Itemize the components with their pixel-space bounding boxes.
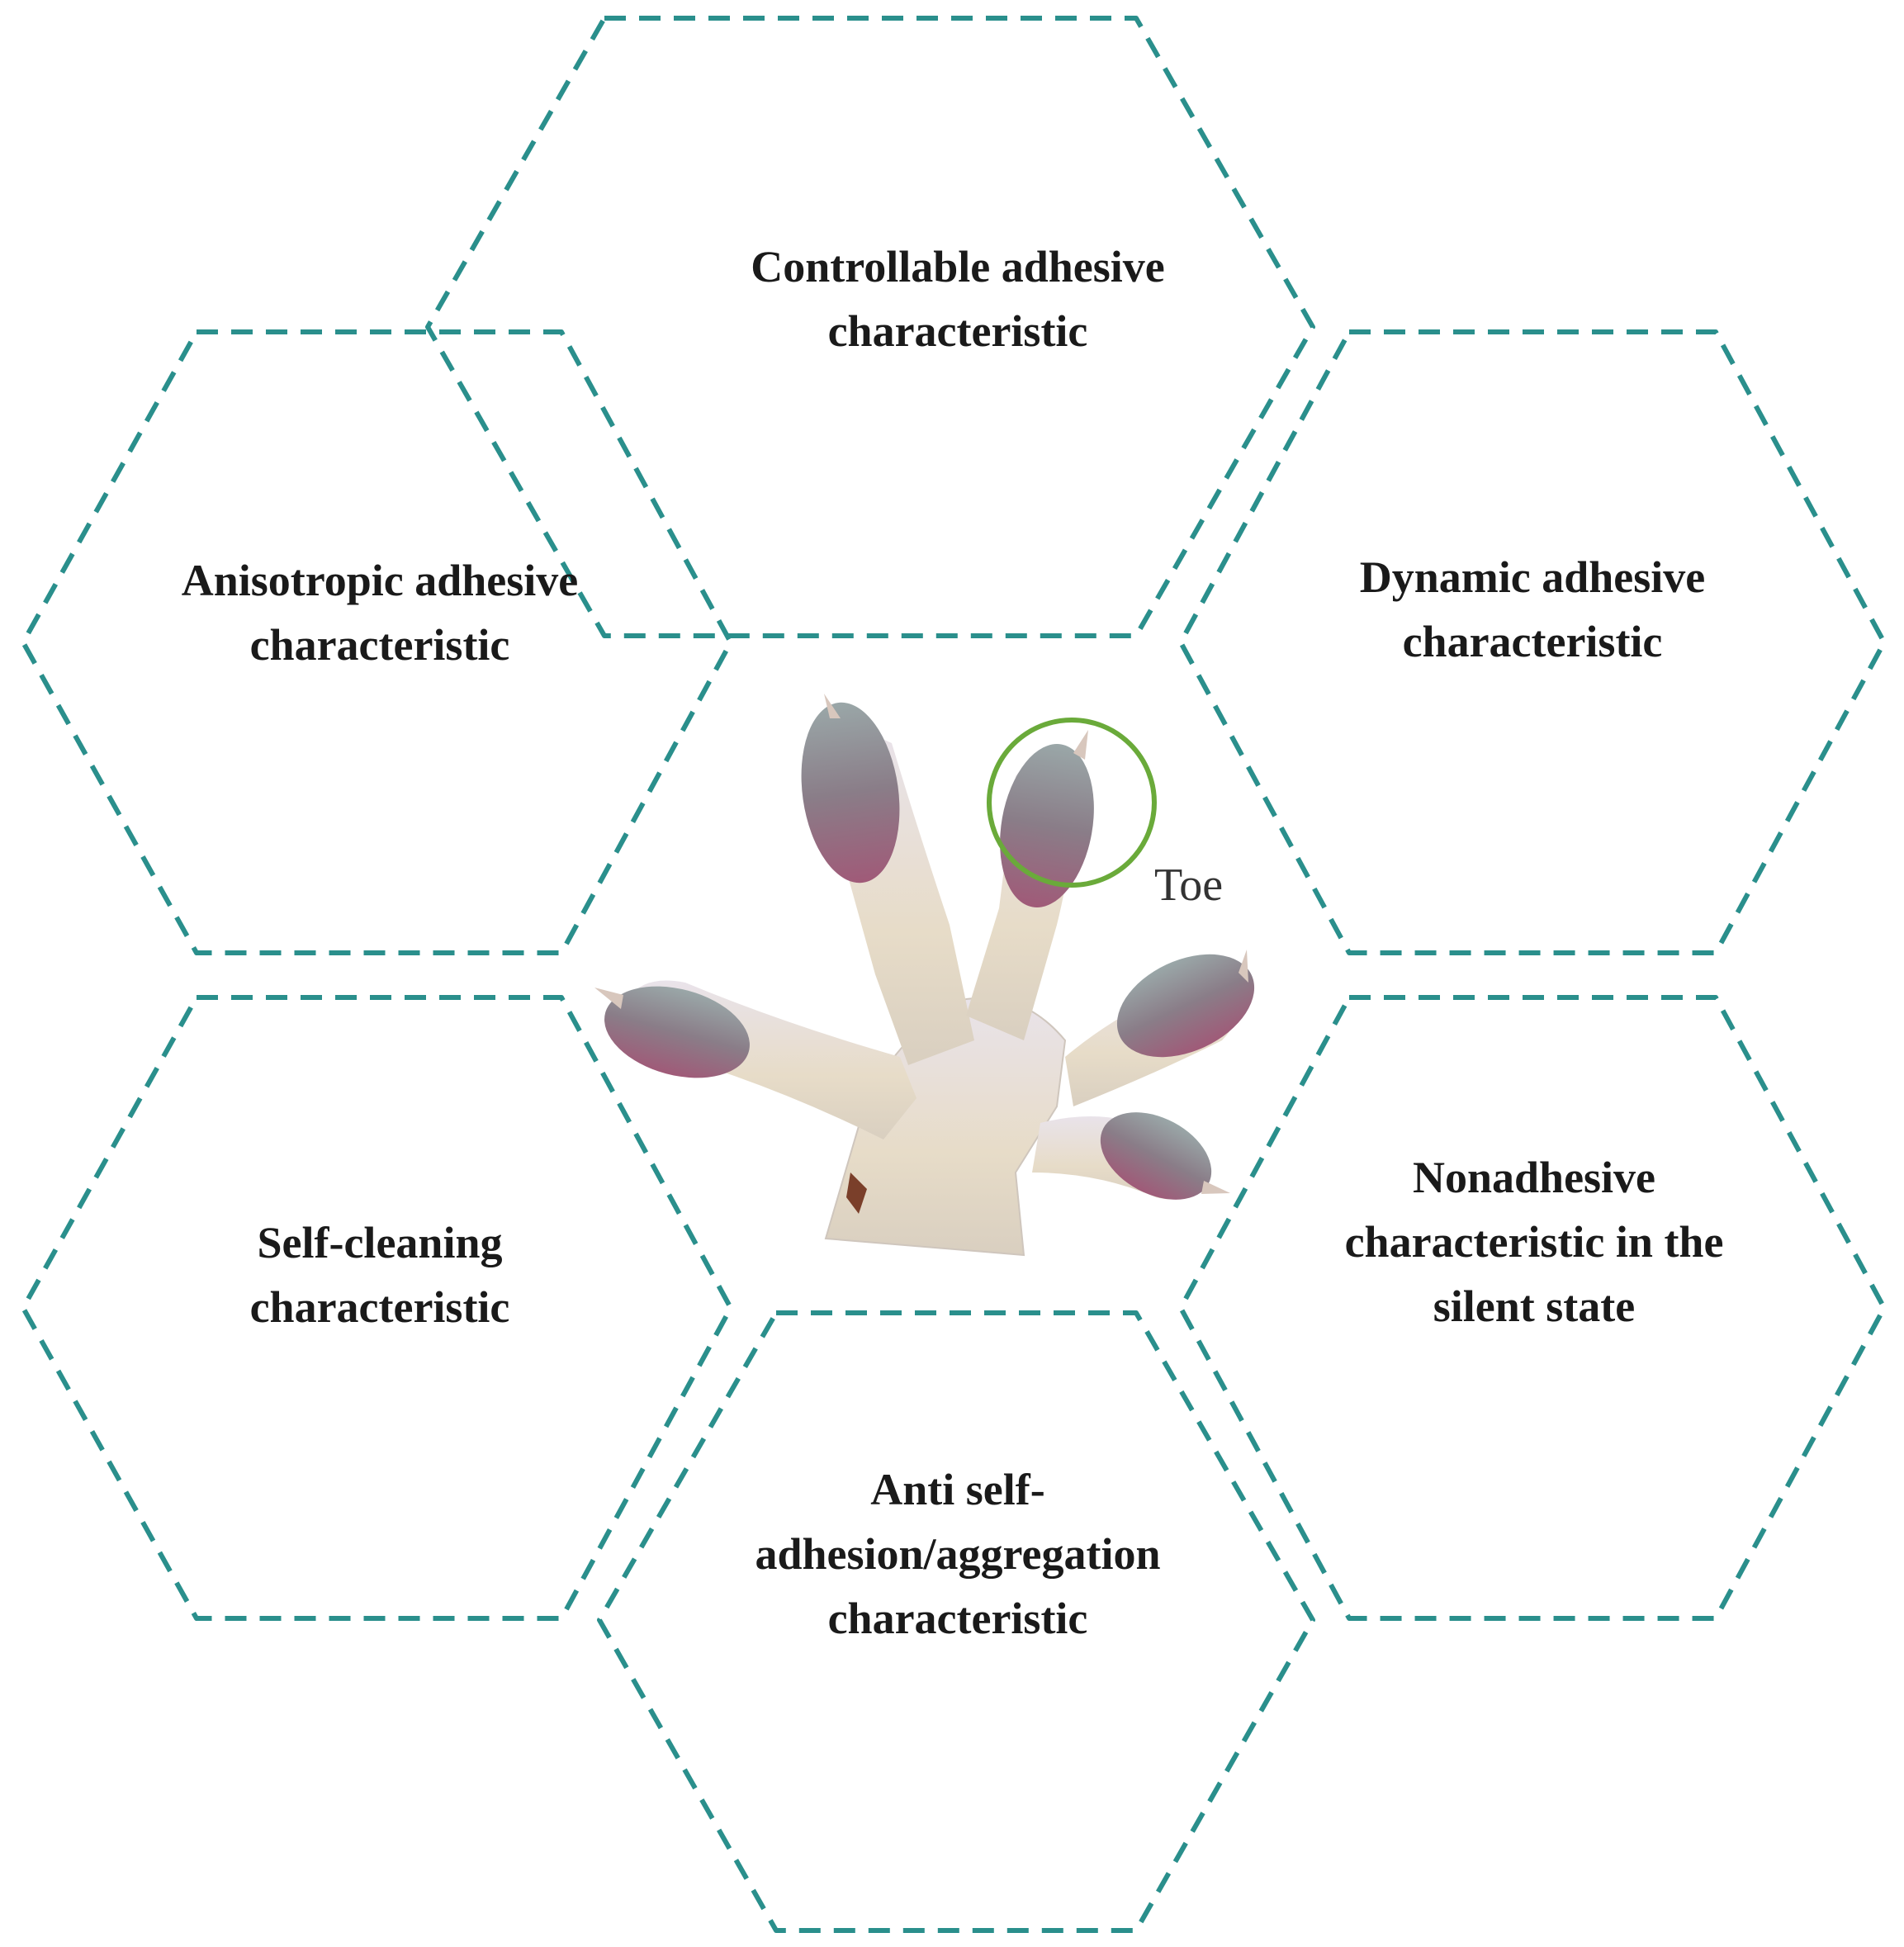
claw-circled <box>1073 730 1088 760</box>
claw-left-upper <box>824 694 841 718</box>
hexagon-label-line: characteristic <box>250 1282 510 1332</box>
hexagon-upper-left <box>21 329 733 955</box>
hexagon-top <box>425 16 1315 638</box>
hexagon-label-line: characteristic <box>828 306 1088 356</box>
hexagon-bottom <box>597 1310 1315 1933</box>
hexagon-label-line: characteristic <box>1403 617 1663 666</box>
hexagon-upper-right <box>1178 329 1887 955</box>
toe-highlight-circle <box>987 718 1157 888</box>
hexagon-label-line: adhesion/aggregation <box>755 1529 1160 1579</box>
hexagon-label-line: Nonadhesive <box>1413 1153 1655 1202</box>
label-upper-left: Anisotropic adhesive characteristic <box>182 556 579 670</box>
hexagon-label-line: characteristic <box>250 620 510 670</box>
toe-label: Toe <box>1154 860 1223 911</box>
hexagon-label-line: Anti self- <box>870 1465 1044 1514</box>
toe-pad-left-upper <box>801 702 900 883</box>
hexagon-label-line: silent state <box>1433 1281 1635 1331</box>
hexagon-lower-right <box>1178 995 1887 1621</box>
claw-right-lower <box>1201 1181 1230 1194</box>
claw-right-upper <box>1239 950 1248 983</box>
foot-shadow-mark <box>846 1172 867 1214</box>
hexagon-grid <box>21 16 1887 1933</box>
claw-left-lower <box>594 988 623 1009</box>
gecko-foot-icon <box>594 694 1255 1257</box>
hexagon-labels: Controllable adhesive characteristic Anis… <box>182 242 1724 1643</box>
label-upper-right: Dynamic adhesive characteristic <box>1360 552 1706 666</box>
hexagon-label-line: Controllable adhesive <box>751 242 1165 291</box>
toe-pad-right-lower <box>1100 1112 1212 1200</box>
label-top: Controllable adhesive characteristic <box>751 242 1165 356</box>
label-lower-left: Self-cleaning characteristic <box>250 1218 510 1332</box>
hexagon-label-line: Self-cleaning <box>258 1218 503 1267</box>
hexagon-label-line: characteristic <box>828 1594 1088 1643</box>
hexagon-label-line: characteristic in the <box>1345 1217 1724 1267</box>
toe-pad-right-upper <box>1116 954 1255 1058</box>
toe-pad-left-lower <box>604 986 750 1078</box>
hexagon-label-line: Dynamic adhesive <box>1360 552 1706 602</box>
label-bottom: Anti self-adhesion/aggregation characteri… <box>755 1465 1160 1643</box>
label-lower-right: Nonadhesive characteristic in the silent s… <box>1345 1153 1724 1331</box>
hexagon-lower-left <box>21 995 733 1621</box>
hexagon-label-line: Anisotropic adhesive <box>182 556 579 605</box>
